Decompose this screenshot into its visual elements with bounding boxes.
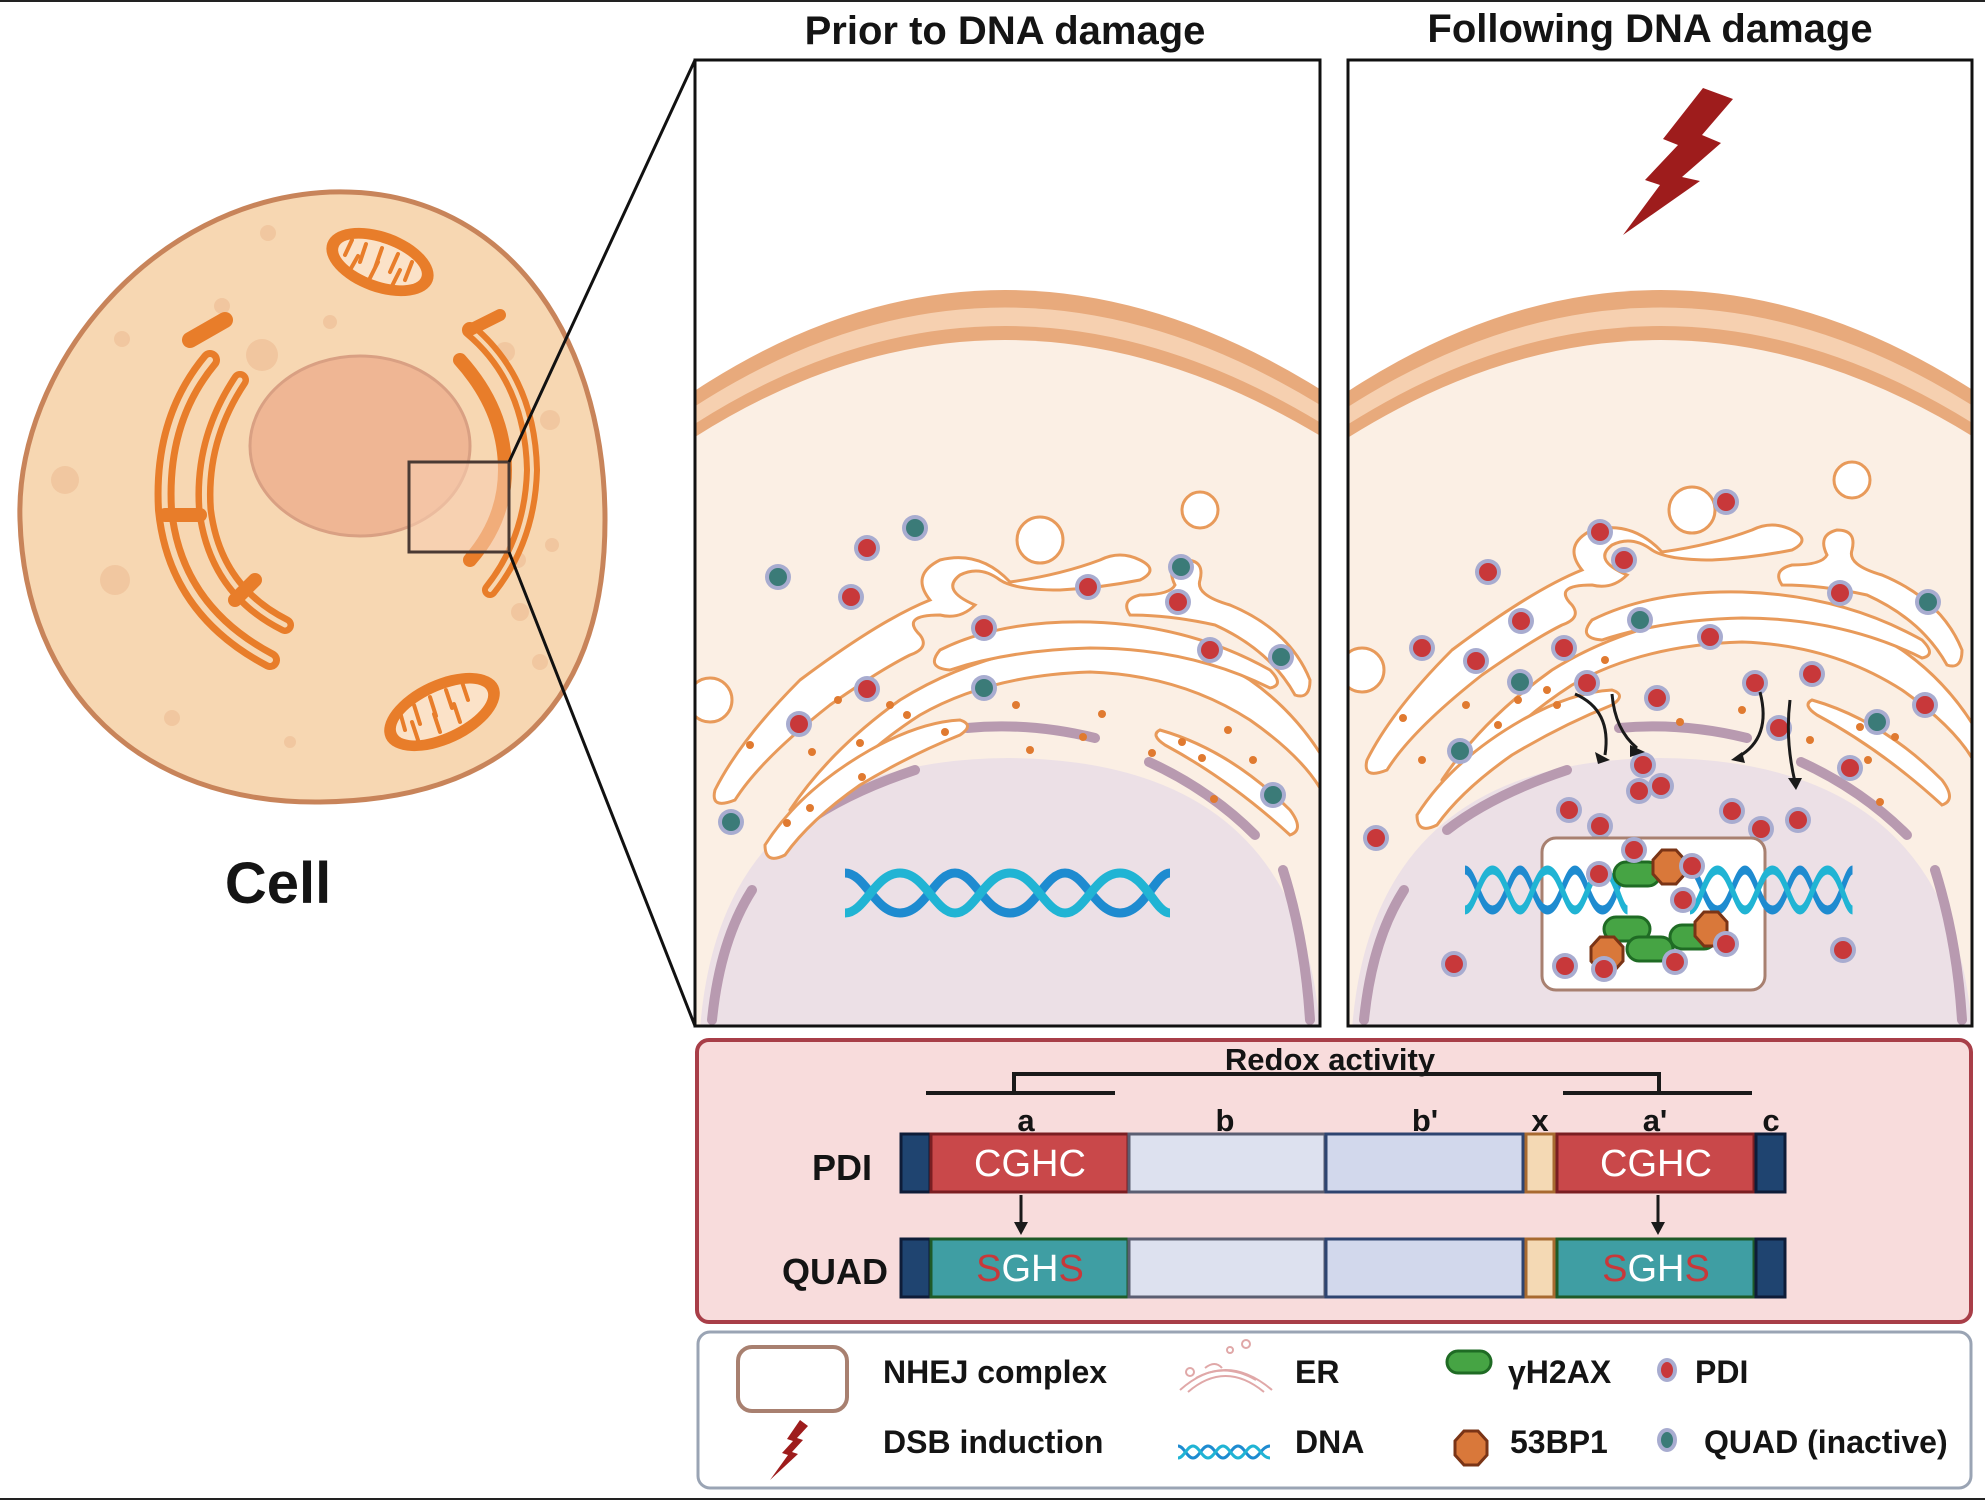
- quad-domain-bar: [899, 1237, 1787, 1299]
- nucleus: [700, 758, 1320, 1026]
- legend-label-dsb: DSB induction: [883, 1424, 1103, 1460]
- legend-label-pdi: PDI: [1695, 1354, 1748, 1390]
- row-label-pdi: PDI: [812, 1147, 872, 1188]
- quad-dot-icon: [1657, 1428, 1677, 1452]
- cell-er: [154, 309, 541, 670]
- domain-label-a-prime: a': [1643, 1103, 1668, 1138]
- mutation-arrow-head-a-prime: [1651, 1222, 1665, 1235]
- legend-label-quad: QUAD (inactive): [1704, 1424, 1948, 1460]
- quad-motif-a-gh: GH: [1002, 1248, 1059, 1290]
- nuclear-envelope: [1359, 721, 1967, 1025]
- legend-frame: [696, 1330, 1973, 1490]
- translocation-arrows: [1574, 691, 1797, 783]
- ribosomes: [746, 696, 1257, 827]
- legend-label-53bp1: 53BP1: [1510, 1424, 1608, 1460]
- redox-activity-label: Redox activity: [1225, 1042, 1436, 1077]
- domain-label-c: c: [1762, 1103, 1779, 1138]
- redox-bracket: [926, 1072, 1752, 1095]
- pdi-dot-icon: [1657, 1358, 1677, 1382]
- dna-helix-icon: [1177, 1444, 1271, 1460]
- legend-label-gamma-h2ax: γH2AX: [1508, 1354, 1612, 1390]
- gamma-h2ax-icon: [1445, 1349, 1493, 1375]
- panel-following: [1346, 58, 1974, 1028]
- 53bp1-octagon-icon: [1453, 1429, 1489, 1467]
- row-label-quad: QUAD: [782, 1251, 888, 1292]
- er-icon: [1179, 1339, 1273, 1393]
- quad-motif-a-prime-gh: GH: [1628, 1248, 1685, 1290]
- legend-label-er: ER: [1295, 1354, 1339, 1390]
- arrow-heads: [1595, 745, 1802, 790]
- domain-label-b: b: [1216, 1103, 1235, 1138]
- cell-illustration: [17, 189, 608, 805]
- panel-prior-frame: [693, 58, 1322, 1028]
- cytoplasm-granules: [51, 225, 560, 748]
- quad-motif-a-prime-s1: S: [1602, 1248, 1627, 1290]
- quad-motif-a-s2: S: [1059, 1248, 1084, 1290]
- quad-motif-a: SGHS: [976, 1248, 1084, 1290]
- panel-prior: [693, 58, 1322, 1028]
- zoom-connector-top: [507, 59, 697, 463]
- legend-label-dna: DNA: [1295, 1424, 1364, 1460]
- quad-motif-a-prime: SGHS: [1602, 1248, 1710, 1290]
- pdi-motif-a-prime: CGHC: [1600, 1143, 1712, 1185]
- dsb-lightning-bolt: [1623, 88, 1733, 235]
- domain-label-x: x: [1531, 1103, 1549, 1138]
- quad-motif-a-prime-s2: S: [1685, 1248, 1710, 1290]
- domain-label-b-prime: b': [1412, 1103, 1438, 1138]
- mutation-arrow-head-a: [1014, 1222, 1028, 1235]
- domain-diagram: Redox activity a b b' x a' c PDI CGHC: [695, 1038, 1973, 1324]
- panel-title-prior: Prior to DNA damage: [805, 9, 1206, 53]
- mutation-arrows: [1019, 1195, 1660, 1224]
- cell-label: Cell: [225, 851, 331, 916]
- zoom-connector-bottom: [507, 551, 697, 1027]
- quad-motif-a-s1: S: [976, 1248, 1001, 1290]
- legend-label-nhej: NHEJ complex: [883, 1354, 1107, 1390]
- mitochondrion-top: [326, 227, 434, 297]
- pdi-motif-a: CGHC: [974, 1143, 1086, 1185]
- ribosomes: [1399, 656, 1899, 806]
- panel-title-following: Following DNA damage: [1427, 7, 1872, 51]
- pdi-domain-bar: [899, 1132, 1787, 1194]
- lightning-bolt-icon: [770, 1420, 808, 1480]
- zoom-region-box: [407, 460, 511, 554]
- domain-label-a: a: [1017, 1103, 1035, 1138]
- mitochondrion-bottom: [384, 672, 500, 752]
- panel-following-frame: [1346, 58, 1974, 1028]
- nhej-complex-box-icon: [736, 1345, 849, 1413]
- legend: NHEJ complex DSB induction ER DNA γH2AX …: [696, 1330, 1973, 1490]
